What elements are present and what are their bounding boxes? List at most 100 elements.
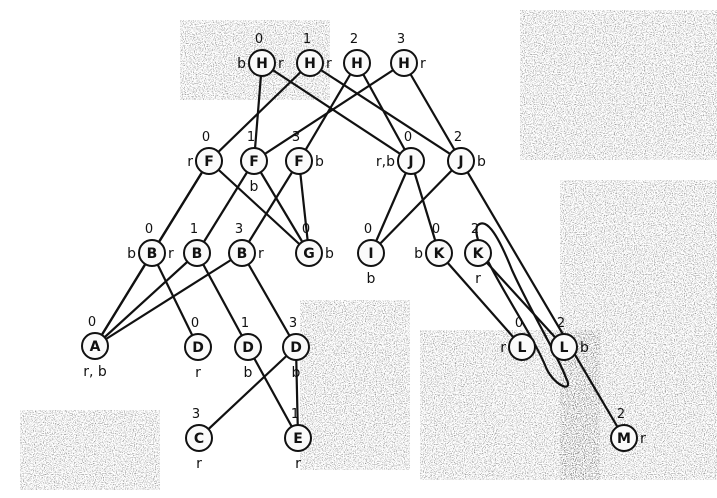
node-label: A	[90, 339, 101, 355]
node-circle	[357, 239, 385, 267]
edge-b0-d0	[151, 252, 199, 348]
edge-f1-b1	[196, 160, 255, 254]
node-circle	[183, 239, 211, 267]
node-b1: B1	[183, 222, 211, 267]
node-j0: J 0 r,b	[376, 130, 425, 175]
node-label: G	[303, 246, 315, 262]
node-circle	[195, 147, 223, 175]
edge-f3-g0	[297, 160, 311, 254]
node-number: 0	[404, 130, 412, 145]
node-label: K	[434, 246, 446, 262]
node-circle	[184, 333, 212, 361]
edge-k0-l0	[438, 252, 523, 348]
node-a0: A 0 r, b	[81, 315, 109, 380]
node-number: 2	[617, 407, 625, 422]
node-g0: G 0b	[295, 222, 334, 267]
annotation-below: r	[295, 456, 301, 472]
node-number: 1	[190, 222, 198, 237]
annotation-right: r	[640, 431, 646, 447]
node-circle	[81, 332, 109, 360]
annotation-right: b	[477, 154, 486, 170]
edge-b3-a0	[94, 252, 243, 347]
node-circle	[240, 147, 268, 175]
node-label: J	[407, 154, 413, 170]
node-circle	[285, 147, 313, 175]
node-number: 0	[191, 316, 199, 331]
node-label: B	[192, 246, 203, 262]
edge-h2-j0	[356, 62, 412, 162]
annotation-right: b	[325, 246, 334, 262]
edge-j2-m2	[460, 160, 625, 439]
node-circle	[138, 239, 166, 267]
node-circle	[234, 333, 262, 361]
node-label: H	[304, 56, 316, 72]
annotation-below: b	[250, 179, 259, 195]
annotation-right: r	[168, 246, 174, 262]
node-label: I	[368, 246, 373, 262]
annotation-left: b	[127, 246, 136, 262]
node-number: 0	[202, 130, 210, 145]
node-circle	[295, 239, 323, 267]
node-circle	[425, 239, 453, 267]
annotation-right: r	[258, 246, 264, 262]
node-label: H	[351, 56, 363, 72]
node-label: H	[256, 56, 268, 72]
node-h1: H1r	[296, 32, 332, 77]
node-c3: C3r	[185, 407, 213, 472]
node-label: F	[294, 154, 304, 170]
edge-j2-i0	[370, 160, 462, 254]
node-circle	[284, 424, 312, 452]
node-l0: L0r	[500, 316, 536, 361]
node-number: 1	[241, 316, 249, 331]
annotation-below: r, b	[83, 364, 107, 380]
annotation-left: r,b	[376, 154, 395, 170]
node-j2: J 2b	[447, 130, 486, 175]
node-circle	[397, 147, 425, 175]
node-label: D	[290, 340, 302, 356]
edge-b1-a0	[94, 252, 198, 347]
annotation-below: b	[244, 365, 253, 381]
node-circle	[248, 49, 276, 77]
node-circle	[228, 239, 256, 267]
node-number: 3	[292, 130, 300, 145]
node-label: E	[293, 431, 303, 447]
node-circle	[550, 333, 578, 361]
node-number: 2	[454, 130, 462, 145]
annotation-left: r	[500, 340, 506, 356]
edge-h1-f0	[208, 62, 311, 162]
edge-h3-j2	[403, 62, 462, 162]
node-k0: K0b	[414, 222, 453, 267]
node-number: 3	[397, 32, 405, 47]
edge-h1-j2	[309, 62, 462, 162]
edge-d3-c3	[198, 346, 297, 439]
node-number: 2	[557, 316, 565, 331]
edge-d3-e1	[294, 346, 300, 439]
edge-j0-k0	[409, 160, 441, 254]
node-number: 0	[88, 315, 96, 330]
node-number: 3	[192, 407, 200, 422]
edge-f1-g0	[253, 160, 310, 254]
node-number: 1	[247, 130, 255, 145]
node-m2: M 2r	[610, 407, 646, 452]
node-circle	[447, 147, 475, 175]
node-d1: D 1 b	[234, 316, 262, 381]
node-f0: F0r	[187, 130, 223, 175]
node-circle	[610, 424, 638, 452]
node-label: B	[237, 246, 248, 262]
node-label: D	[242, 340, 254, 356]
node-label: M	[617, 431, 631, 447]
node-number: 0	[432, 222, 440, 237]
node-label: D	[192, 340, 204, 356]
node-number: 0	[255, 32, 263, 47]
node-i0: I0b	[357, 222, 385, 287]
node-number: 1	[291, 407, 299, 422]
annotation-below: r	[196, 456, 202, 472]
node-number: 0	[302, 222, 310, 237]
node-label: J	[457, 154, 463, 170]
edge-f3-b3	[241, 160, 300, 254]
edge-b1-d1	[196, 252, 249, 348]
node-number: 1	[303, 32, 311, 47]
